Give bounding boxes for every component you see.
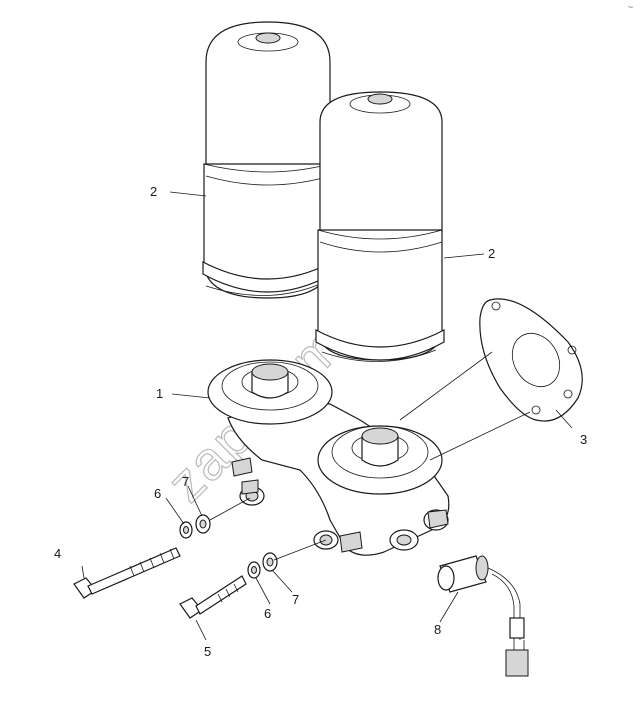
callout-6-lower: 6 bbox=[264, 606, 271, 621]
short-bolt bbox=[179, 575, 247, 619]
callout-2-left: 2 bbox=[150, 184, 157, 199]
callout-1: 1 bbox=[156, 386, 163, 401]
callout-2-right: 2 bbox=[488, 246, 495, 261]
corner-mark: ~ bbox=[628, 2, 633, 12]
callout-7-upper: 7 bbox=[182, 474, 189, 489]
gasket bbox=[479, 298, 583, 422]
filter-cartridge-right bbox=[315, 91, 445, 362]
filter-cartridge-left bbox=[202, 21, 333, 299]
callout-8: 8 bbox=[434, 622, 441, 637]
seal-7-lower bbox=[262, 552, 278, 572]
callout-7-lower: 7 bbox=[292, 592, 299, 607]
callout-5: 5 bbox=[204, 644, 211, 659]
water-sensor bbox=[437, 555, 529, 677]
callout-6-upper: 6 bbox=[154, 486, 161, 501]
long-bolt bbox=[73, 547, 181, 599]
washer-6-lower bbox=[247, 561, 261, 579]
seal-7-upper bbox=[195, 514, 211, 534]
leader-lines bbox=[81, 191, 573, 641]
callout-4: 4 bbox=[54, 546, 61, 561]
callout-3: 3 bbox=[580, 432, 587, 447]
filter-head-housing bbox=[207, 359, 450, 556]
washer-6-upper bbox=[179, 521, 193, 539]
